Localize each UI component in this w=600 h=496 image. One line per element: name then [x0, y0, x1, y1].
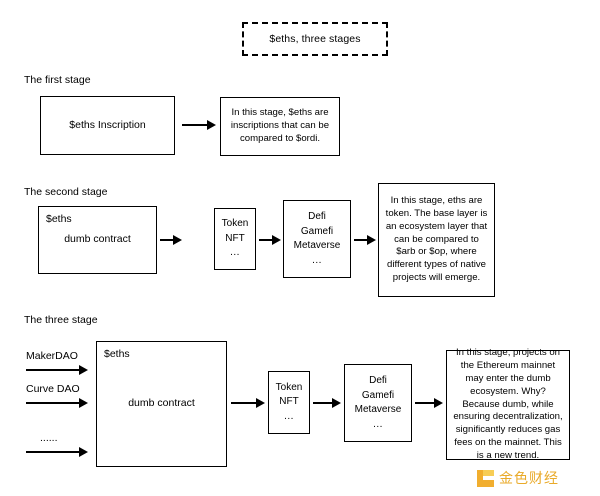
- stage-2-defi-dots: ...: [312, 254, 322, 266]
- stage-3-defi-dots: ...: [373, 418, 383, 430]
- stage-2-token-dots: ...: [230, 247, 240, 259]
- stage-2-source-corner-label: $eths: [46, 213, 72, 225]
- arrow-head: [79, 365, 88, 375]
- arrow-head: [173, 235, 182, 245]
- arrow-shaft: [182, 124, 208, 126]
- stage-1-source-box: $eths Inscription: [40, 96, 175, 155]
- watermark: 金色财经: [477, 468, 559, 488]
- diagram-title-text: $eths, three stages: [269, 33, 361, 45]
- stage-2-description-box: In this stage, eths are token. The base …: [378, 183, 495, 297]
- stage-3-defi-text: Defi Gamefi Metaverse ...: [355, 374, 402, 432]
- jinse-logo-icon: [477, 469, 494, 487]
- stage-3-description-box: In this stage, projects on the Ethereum …: [446, 347, 570, 461]
- stage-2-label: The second stage: [24, 186, 108, 198]
- stage-1-source-text: $eths Inscription: [69, 118, 146, 131]
- stage-2-defi-text: Defi Gamefi Metaverse ...: [294, 210, 341, 268]
- stage-3-input-label-1: MakerDAO: [26, 350, 78, 362]
- watermark-text: 金色财经: [499, 471, 559, 487]
- stage-3-token-dots: ...: [284, 410, 294, 422]
- stage-3-token-line-2: NFT: [279, 396, 299, 408]
- stage-2-token-line-2: NFT: [225, 232, 245, 244]
- stage-2-defi-box: Defi Gamefi Metaverse ...: [283, 200, 351, 278]
- arrow-shaft: [354, 239, 368, 241]
- diagram-title-box: $eths, three stages: [242, 22, 388, 56]
- arrow-shaft: [26, 402, 80, 404]
- stage-1-description-box: In this stage, $eths are inscriptions th…: [220, 97, 340, 156]
- stage-2-defi-line-3: Metaverse: [293, 240, 341, 251]
- stage-3-token-line-1: Token: [275, 381, 303, 393]
- arrow-shaft: [313, 402, 333, 404]
- stage-3-label: The three stage: [24, 314, 98, 326]
- logo-shape-left: [477, 469, 483, 487]
- stage-3-input-label-2: Curve DAO: [26, 383, 80, 395]
- arrow-shaft: [26, 369, 80, 371]
- stage-2-token-text: Token NFT ...: [222, 217, 249, 261]
- stage-3-defi-line-2: Gamefi: [361, 389, 395, 401]
- stage-3-source-corner-label: $eths: [104, 348, 130, 360]
- arrow-shaft: [415, 402, 435, 404]
- stage-3-defi-line-3: Metaverse: [354, 404, 402, 415]
- arrow-head: [79, 447, 88, 457]
- arrow-head: [207, 120, 216, 130]
- stage-2-source-box: $eths dumb contract: [38, 206, 157, 274]
- stage-2-token-line-1: Token: [221, 218, 249, 230]
- stage-3-input-label-3: ......: [40, 432, 58, 444]
- stage-2-token-box: Token NFT ...: [214, 208, 256, 270]
- arrow-shaft: [259, 239, 273, 241]
- stage-3-source-box: $eths dumb contract: [96, 341, 227, 467]
- stage-1-description-text: In this stage, $eths are inscriptions th…: [230, 107, 330, 144]
- arrow-head: [332, 398, 341, 408]
- stage-2-description-text: In this stage, eths are token. The base …: [385, 195, 488, 284]
- stage-1-label: The first stage: [24, 74, 91, 86]
- logo-shape-top: [483, 469, 494, 476]
- stage-3-source-text: dumb contract: [128, 397, 195, 410]
- stage-3-defi-line-1: Defi: [369, 375, 387, 386]
- stage-3-description-text: In this stage, projects on the Ethereum …: [453, 347, 563, 461]
- arrow-head: [434, 398, 443, 408]
- arrow-head: [79, 398, 88, 408]
- stage-2-source-text: dumb contract: [64, 233, 131, 246]
- arrow-head: [256, 398, 265, 408]
- arrow-shaft: [26, 451, 80, 453]
- stage-2-defi-line-2: Gamefi: [300, 225, 334, 237]
- stage-3-token-box: Token NFT ...: [268, 371, 310, 434]
- arrow-head: [367, 235, 376, 245]
- arrow-shaft: [231, 402, 257, 404]
- logo-shape-bottom: [483, 479, 494, 487]
- stage-3-defi-box: Defi Gamefi Metaverse ...: [344, 364, 412, 442]
- arrow-head: [272, 235, 281, 245]
- arrow-shaft: [160, 239, 174, 241]
- stage-2-defi-line-1: Defi: [308, 211, 326, 222]
- stage-3-token-text: Token NFT ...: [276, 381, 303, 425]
